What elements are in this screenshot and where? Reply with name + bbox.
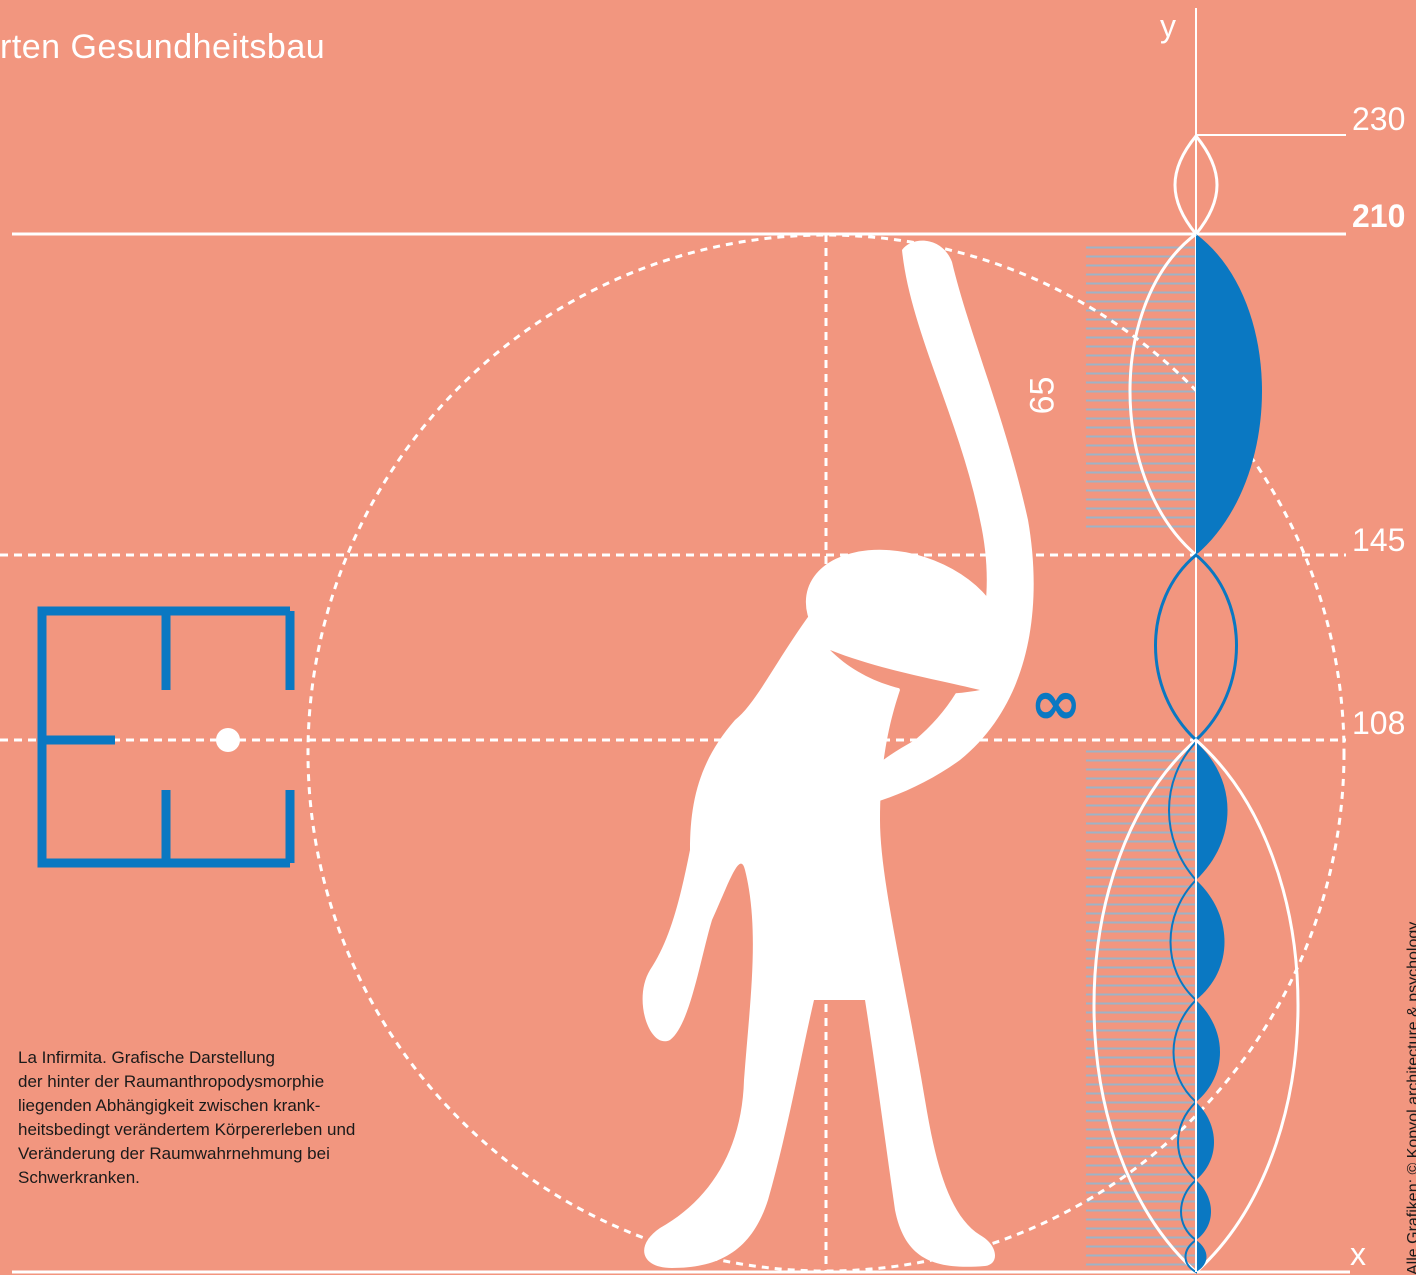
floor-plan-dot <box>216 728 240 752</box>
lens-upper-blue-half <box>1196 234 1262 555</box>
marker-210: 210 <box>1352 198 1406 234</box>
caption: La Infirmita. Grafische Darstellung der … <box>18 1046 388 1190</box>
marker-230: 230 <box>1352 101 1406 137</box>
dashed-circle <box>306 233 1346 1273</box>
caption-line: heitsbedingt verändertem Körpererleben u… <box>18 1120 356 1139</box>
hatch-strip-upper <box>1086 240 1196 530</box>
y-axis-label: y <box>1160 8 1176 44</box>
caption-line: der hinter der Raumanthropodysmorphie <box>18 1072 325 1091</box>
infinity-symbol: ∞ <box>1030 666 1082 739</box>
dimension-label-65: 65 <box>1023 376 1062 415</box>
lens-chain <box>1168 739 1228 1274</box>
marker-108: 108 <box>1352 705 1406 741</box>
x-axis-label: x <box>1350 1236 1366 1272</box>
marker-145: 145 <box>1352 522 1406 558</box>
figure-mouth <box>830 650 980 694</box>
lens-upper-outline <box>1128 232 1197 557</box>
caption-line: La Infirmita. Grafische Darstellung <box>18 1048 275 1067</box>
image-credit: Alle Grafiken: © Kopvol architecture & p… <box>1405 921 1416 1275</box>
caption-line: liegenden Abhängigkeit zwischen krank- <box>18 1096 321 1115</box>
page-title: rten Gesundheitsbau <box>0 28 326 66</box>
caption-line: Veränderung der Raumwahrnehmung bei <box>18 1144 330 1163</box>
hatch-strip-lower <box>1086 745 1196 1270</box>
human-figure <box>642 240 1034 1268</box>
caption-line: Schwerkranken. <box>18 1168 140 1187</box>
floor-plan <box>37 606 295 868</box>
